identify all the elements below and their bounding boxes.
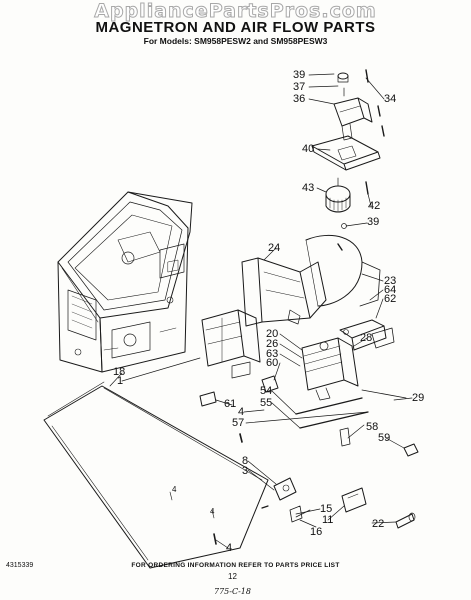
callout-label: 1 [117,375,124,387]
callout-label: 39 [367,216,380,228]
callout-label: 18 [113,366,126,378]
callout-label: 40 [302,143,315,155]
air-duct-assembly [241,234,381,327]
callout-label: 16 [310,526,323,538]
callout-label: 60 [266,357,279,369]
nut-59 [403,443,419,457]
screws-4 [213,433,243,545]
callout-label: 57 [232,417,245,429]
switch-plate-11 [341,487,367,513]
terminal-block [339,319,395,351]
magnetron [301,337,359,401]
callout-label: 59 [378,432,391,444]
fan-blade [325,177,351,229]
callout-label: 39 [293,69,306,81]
callout-label: 8 [242,455,249,467]
fuse-22 [395,512,416,529]
callout-label: 29 [412,392,425,404]
callout-label: 4 [172,485,177,494]
callout-label: 20 [266,328,279,340]
base-plate [43,381,269,569]
callout-label: 24 [268,242,281,254]
transformer-assembly [201,309,261,379]
callout-label: 37 [293,81,306,93]
callout-label: 4 [210,507,215,516]
filter-cap-61 [199,391,217,407]
callout-label: 4 [238,406,245,418]
callout-label: 63 [266,348,279,360]
callout-label: 23 [384,275,397,287]
callout-label: 15 [320,503,333,515]
diagram-title: MAGNETRON AND AIR FLOW PARTS [95,19,376,36]
callout-label: 58 [366,421,379,433]
callout-leader-lines [109,73,413,549]
callout-label: 64 [384,284,397,296]
callout-label: 4 [226,542,233,554]
document-number: 4315339 [6,562,34,569]
callout-label: 11 [322,514,334,526]
ordering-info-text: FOR ORDERING INFORMATION REFER TO PARTS … [131,562,340,569]
callout-label: 62 [384,293,397,305]
callout-label: 26 [266,338,279,350]
callout-label: 34 [384,93,397,105]
callout-label: 61 [224,398,237,410]
diode-60 [261,375,279,393]
callout-label: 3 [242,465,249,477]
callout-label: 36 [293,93,306,105]
handwritten-note: 775-C-18 [214,587,251,596]
models-subtitle: For Models: SM958PESW2 and SM958PESW3 [143,36,328,46]
callout-label: 42 [368,200,381,212]
page-number: 12 [228,572,237,581]
fan-motor [333,72,373,141]
harness-wires [295,389,407,447]
callout-label: 55 [260,397,273,409]
motor-bracket-plate [311,135,381,171]
callout-label: 22 [372,518,385,530]
capacitor-assembly [261,477,303,523]
callout-label: 28 [360,332,373,344]
callout-label: 54 [260,385,273,397]
oven-cavity-chassis [57,191,193,373]
watermark-logo: AppliancePartsPros.com [94,0,377,23]
callout-label: 43 [302,182,315,194]
